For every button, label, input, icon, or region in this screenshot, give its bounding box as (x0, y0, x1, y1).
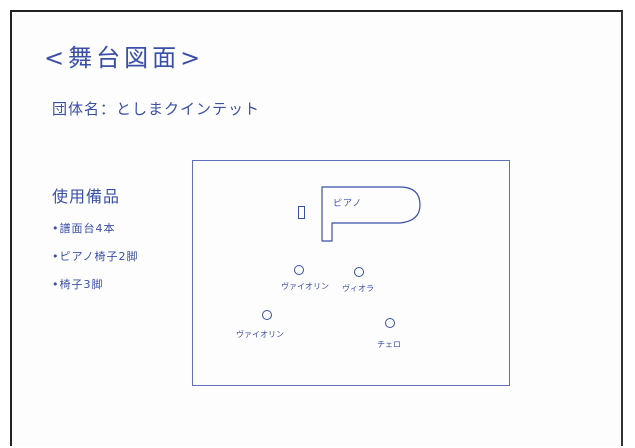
group-name: 団体名：としまクインテット (52, 100, 261, 118)
viola-label: ヴィオラ (342, 284, 374, 293)
violin1-seat-marker (294, 265, 304, 275)
violin2-label: ヴァイオリン (236, 330, 284, 339)
cello-seat-marker (385, 318, 395, 328)
piano-bench-marker (298, 206, 305, 219)
equipment-item-chairs: •椅子3脚 (52, 278, 104, 291)
equipment-item-music-stands: •譜面台4本 (52, 222, 116, 235)
document-title: <舞台図面> (44, 44, 205, 72)
stage-diagram: ピアノ ヴァイオリン ヴィオラ ヴァイオリン チェロ (192, 160, 510, 386)
equipment-heading: 使用備品 (52, 187, 121, 206)
viola-seat-marker (354, 267, 364, 277)
violin2-seat-marker (262, 310, 272, 320)
cello-label: チェロ (377, 340, 401, 349)
equipment-item-piano-chairs: •ピアノ椅子2脚 (52, 250, 139, 263)
piano-label: ピアノ (333, 199, 363, 209)
paper-sheet: <舞台図面> 団体名：としまクインテット 使用備品 •譜面台4本 •ピアノ椅子2… (10, 10, 623, 446)
violin1-label: ヴァイオリン (281, 282, 329, 291)
piano-shape (321, 186, 421, 242)
